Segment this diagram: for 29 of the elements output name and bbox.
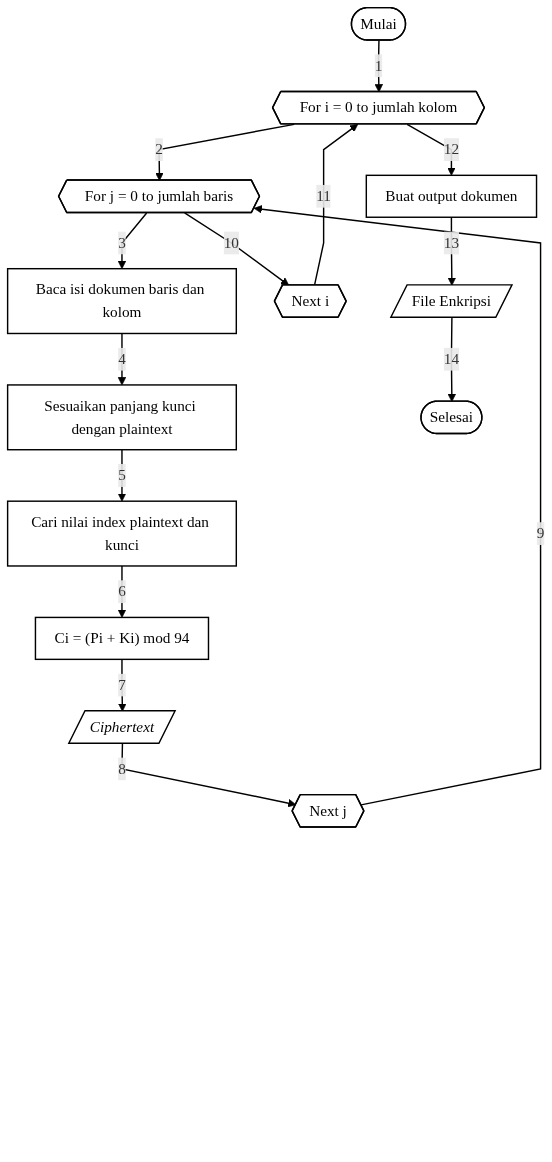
arrow: [253, 205, 542, 806]
edge-label: 8: [118, 760, 126, 777]
edge-label: 14: [443, 350, 460, 367]
arrow: [117, 212, 148, 270]
arrow: [406, 123, 456, 176]
node-box: Buat output dokumen: [365, 174, 538, 218]
arrow: [374, 39, 383, 93]
arrow: [183, 212, 290, 286]
node-box: Baca isi dokumen baris dan kolom: [6, 268, 237, 335]
edge-label: 13: [443, 234, 460, 251]
arrow: [117, 332, 127, 386]
edge-label: 1: [374, 57, 383, 74]
node-box: Sesuaikan panjang kunci dengan plaintext: [6, 384, 237, 451]
edge-label: 5: [118, 466, 126, 484]
edge-label: 11: [316, 187, 331, 204]
arrow: [117, 565, 127, 618]
edge-label: 4: [118, 350, 126, 367]
arrow: [117, 449, 127, 502]
edge-label: 12: [443, 141, 460, 158]
edge-label: 10: [223, 234, 239, 251]
node-box: Cari nilai index plaintext dan kunci: [6, 500, 237, 567]
edge-label: 9: [536, 525, 545, 542]
edge-label: 7: [118, 676, 126, 693]
edge-label: 2: [155, 141, 163, 158]
edge-label: 6: [118, 583, 126, 600]
edge-label: 3: [118, 234, 126, 251]
arrow: [155, 123, 295, 181]
node-box: Ci = (Pi + Ki) mod 94: [34, 616, 210, 661]
arrow: [447, 317, 456, 402]
